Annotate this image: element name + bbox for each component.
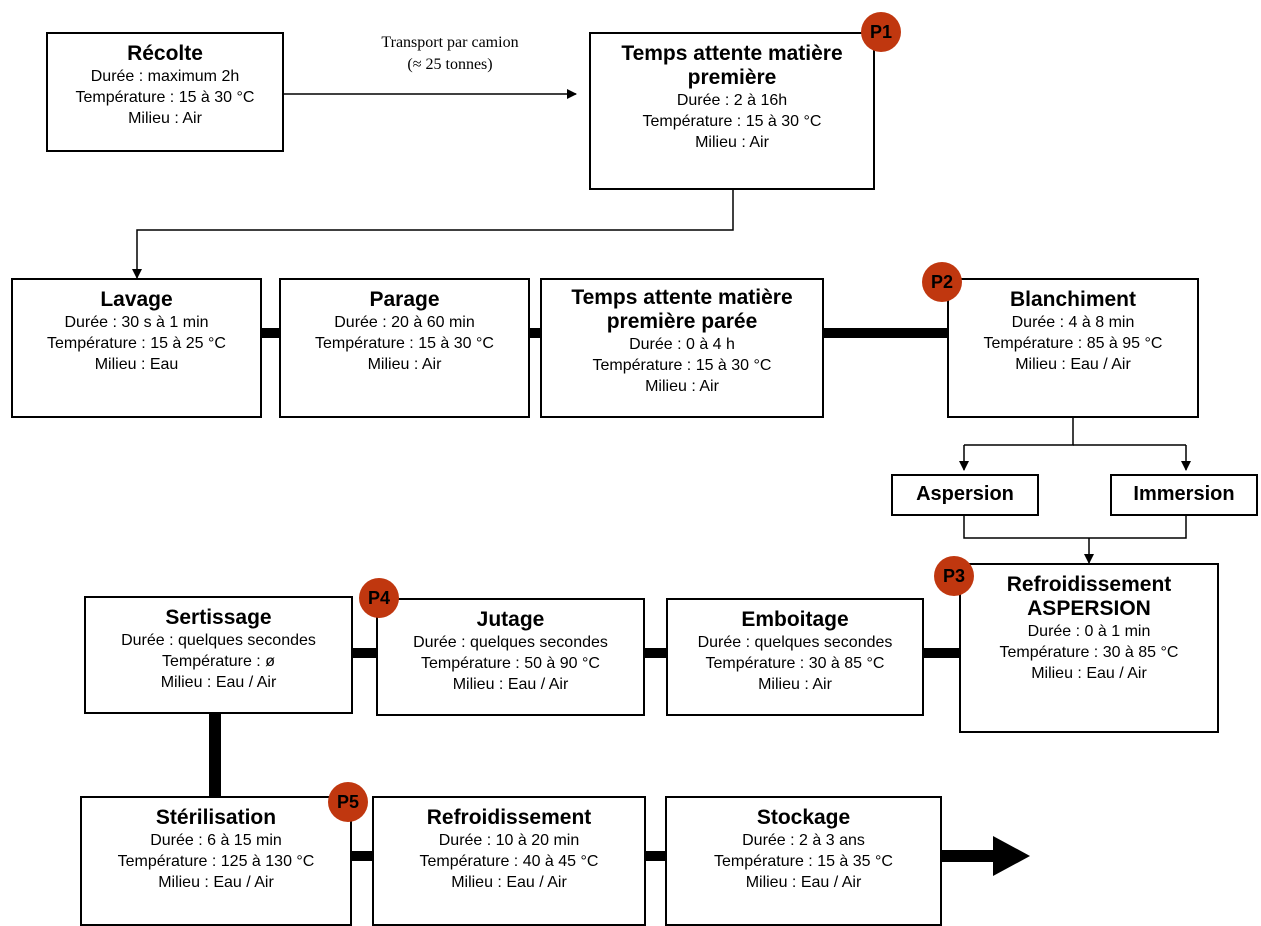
step-title: Emboitage [741, 608, 849, 631]
step-title: Immersion [1133, 483, 1235, 505]
step-emboitage: Emboitage Durée : quelques secondes Temp… [666, 598, 924, 716]
step-title-line-1: Temps attente matière [621, 42, 843, 65]
step-temperature: Température : 30 à 85 °C [999, 644, 1179, 661]
step-parage: Parage Durée : 20 à 60 min Température :… [279, 278, 530, 418]
step-title: Récolte [127, 42, 203, 65]
transport-line-2: (≈ 25 tonnes) [407, 56, 493, 73]
step-title-line-2: première parée [606, 310, 758, 333]
step-duree: Durée : 6 à 15 min [150, 832, 282, 849]
badge-p1: P1 [861, 12, 901, 52]
step-duree: Durée : 0 à 1 min [1027, 623, 1151, 640]
step-duree: Durée : 30 s à 1 min [64, 314, 209, 331]
step-refroidissement: Refroidissement Durée : 10 à 20 min Temp… [372, 796, 646, 926]
transport-label: Transport par camion (≈ 25 tonnes) [330, 32, 570, 76]
step-duree: Durée : quelques secondes [413, 634, 608, 651]
step-temperature: Température : ø [162, 653, 275, 670]
badge-p2: P2 [922, 262, 962, 302]
step-title: Jutage [476, 608, 545, 631]
step-temperature: Température : 85 à 95 °C [983, 335, 1163, 352]
step-stockage: Stockage Durée : 2 à 3 ans Température :… [665, 796, 942, 926]
step-milieu: Milieu : Eau / Air [451, 874, 567, 891]
step-milieu: Milieu : Air [695, 134, 769, 151]
connector-blanchiment-split [964, 418, 1074, 446]
step-temperature: Température : 15 à 35 °C [714, 853, 893, 870]
step-title: Parage [369, 288, 440, 311]
step-lavage: Lavage Durée : 30 s à 1 min Température … [11, 278, 262, 418]
step-duree: Durée : 20 à 60 min [334, 314, 475, 331]
step-temperature: Température : 125 à 130 °C [117, 853, 315, 870]
step-title: Sertissage [165, 606, 272, 629]
step-title-line-1: Refroidissement [1006, 573, 1172, 596]
step-temperature: Température : 15 à 30 °C [315, 335, 494, 352]
badge-p4: P4 [359, 578, 399, 618]
connector-merge [963, 516, 1187, 539]
step-milieu: Milieu : Air [758, 676, 832, 693]
step-title-line-1: Temps attente matière [571, 286, 793, 309]
step-jutage: Jutage Durée : quelques secondes Tempéra… [376, 598, 645, 716]
step-recolte: Récolte Durée : maximum 2h Température :… [46, 32, 284, 152]
step-milieu: Milieu : Air [367, 356, 442, 373]
step-temperature: Température : 15 à 25 °C [47, 335, 226, 352]
step-milieu: Milieu : Eau [94, 356, 179, 373]
step-milieu: Milieu : Eau / Air [452, 676, 569, 693]
step-temps-attente-paree: Temps attente matière première parée Dur… [540, 278, 824, 418]
badge-p3: P3 [934, 556, 974, 596]
step-sterilisation: Stérilisation Durée : 6 à 15 min Tempéra… [80, 796, 352, 926]
connector-attente-lavage [132, 190, 734, 279]
step-milieu: Milieu : Eau / Air [745, 874, 862, 891]
step-temperature: Température : 15 à 30 °C [75, 89, 255, 106]
step-title: Aspersion [916, 483, 1014, 505]
step-sertissage: Sertissage Durée : quelques secondes Tem… [84, 596, 353, 714]
step-duree: Durée : 2 à 16h [676, 92, 788, 109]
step-immersion: Immersion [1110, 474, 1258, 516]
step-temperature: Température : 40 à 45 °C [419, 853, 599, 870]
step-title: Blanchiment [1009, 288, 1137, 311]
step-temps-attente: Temps attente matière première Durée : 2… [589, 32, 875, 190]
step-duree: Durée : quelques secondes [121, 632, 316, 649]
step-duree: Durée : 10 à 20 min [438, 832, 580, 849]
step-duree: Durée : quelques secondes [697, 634, 893, 651]
step-blanchiment: Blanchiment Durée : 4 à 8 min Températur… [947, 278, 1199, 418]
step-duree: Durée : maximum 2h [90, 68, 240, 85]
step-milieu: Milieu : Eau / Air [1015, 356, 1131, 373]
step-temperature: Température : 15 à 30 °C [642, 113, 822, 130]
step-title-line-2: ASPERSION [1027, 597, 1151, 620]
step-temperature: Température : 15 à 30 °C [592, 357, 772, 374]
step-refroidissement-aspersion: Refroidissement ASPERSION Durée : 0 à 1 … [959, 563, 1219, 733]
final-arrow-head [993, 836, 1030, 876]
step-title: Stérilisation [155, 806, 277, 829]
step-milieu: Milieu : Eau / Air [158, 874, 274, 891]
step-title: Refroidissement [426, 806, 592, 829]
step-temperature: Température : 30 à 85 °C [705, 655, 885, 672]
badge-p5: P5 [328, 782, 368, 822]
step-duree: Durée : 2 à 3 ans [742, 832, 865, 849]
step-temperature: Température : 50 à 90 °C [421, 655, 600, 672]
step-milieu: Milieu : Air [128, 110, 202, 127]
step-title: Stockage [756, 806, 851, 829]
step-duree: Durée : 4 à 8 min [1011, 314, 1135, 331]
step-aspersion: Aspersion [891, 474, 1039, 516]
step-title: Lavage [100, 288, 173, 311]
step-milieu: Milieu : Eau / Air [160, 674, 277, 691]
step-duree: Durée : 0 à 4 h [629, 336, 735, 353]
step-milieu: Milieu : Eau / Air [1031, 665, 1147, 682]
transport-line-1: Transport par camion [381, 34, 519, 51]
step-milieu: Milieu : Air [645, 378, 719, 395]
step-title-line-2: première [687, 66, 777, 89]
